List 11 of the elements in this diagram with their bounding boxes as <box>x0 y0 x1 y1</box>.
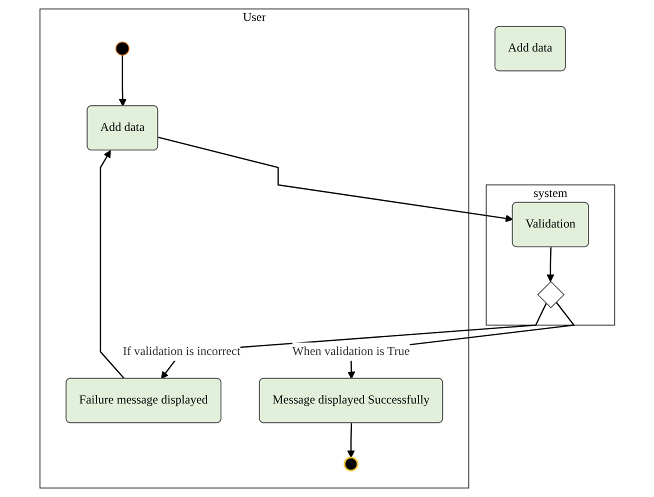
arrow <box>118 55 126 106</box>
arrow <box>99 150 124 380</box>
arrow <box>346 423 354 458</box>
node-circle <box>115 42 130 56</box>
node-diamond <box>536 280 564 308</box>
arrow <box>546 247 554 282</box>
arrow <box>158 136 513 222</box>
arrow <box>160 303 546 380</box>
edge-label: When validation is True <box>292 345 410 358</box>
node-circle <box>343 456 358 472</box>
edge-label: If validation is incorrect <box>122 345 240 358</box>
